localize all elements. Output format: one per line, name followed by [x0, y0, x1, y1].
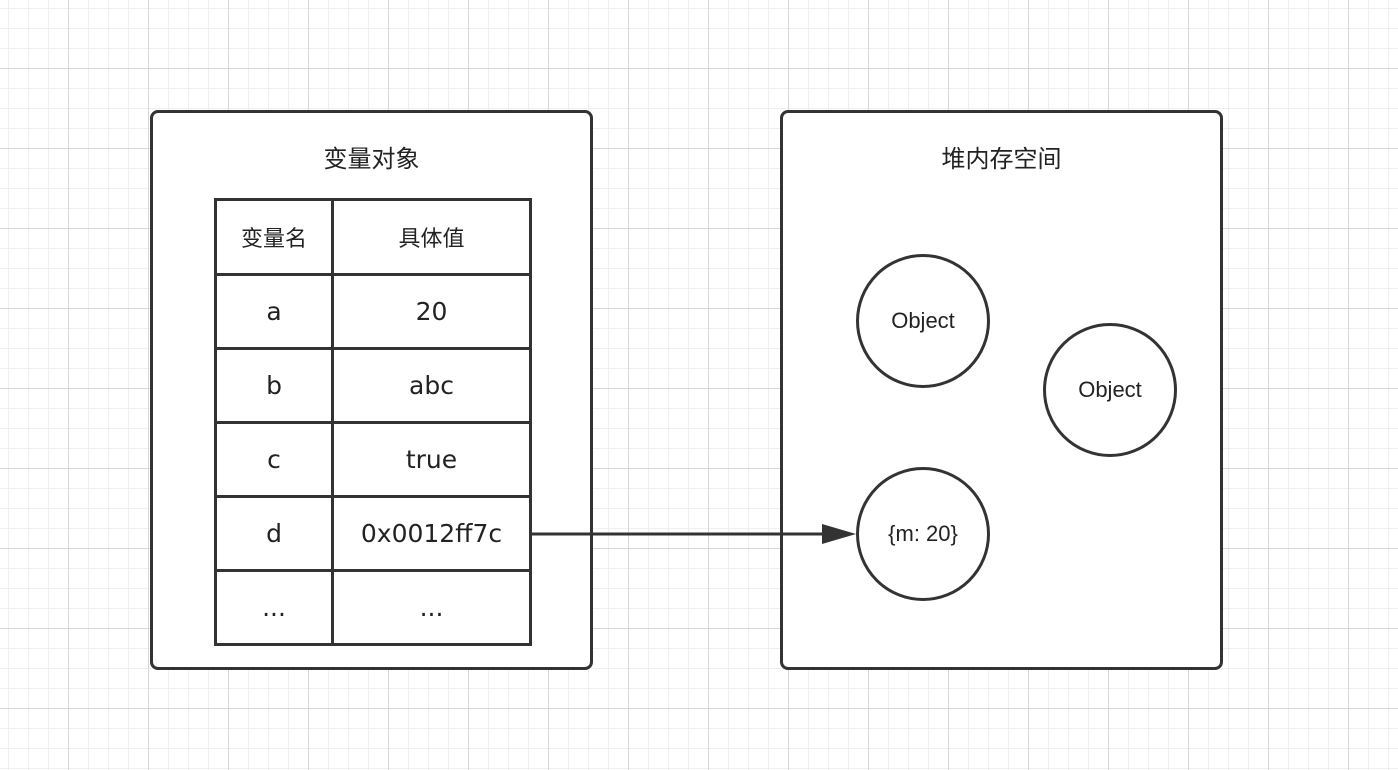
table-row: d 0x0012ff7c: [214, 495, 532, 572]
variable-object-title: 变量对象: [323, 145, 420, 173]
row-a-value: 20: [331, 273, 532, 350]
row-c-value: true: [331, 421, 532, 498]
header-variable-name: 变量名: [214, 198, 334, 276]
table-header-row: 变量名 具体值: [214, 198, 532, 276]
variable-table: 变量名 具体值 a 20 b abc c true d 0x0012ff7c .…: [214, 198, 532, 646]
row-ellipsis-name: ...: [214, 569, 334, 646]
table-row: ... ...: [214, 569, 532, 646]
table-row: b abc: [214, 347, 532, 424]
row-a-name: a: [214, 273, 334, 350]
header-concrete-value: 具体值: [331, 198, 532, 276]
table-row: a 20: [214, 273, 532, 350]
row-b-name: b: [214, 347, 334, 424]
heap-object-node: Object: [1043, 323, 1177, 457]
heap-object-node: Object: [856, 254, 990, 388]
row-d-name: d: [214, 495, 334, 572]
row-b-value: abc: [331, 347, 532, 424]
table-row: c true: [214, 421, 532, 498]
row-ellipsis-value: ...: [331, 569, 532, 646]
heap-memory-title: 堆内存空间: [941, 145, 1062, 173]
heap-object-node-m20: {m: 20}: [856, 467, 990, 601]
row-d-value: 0x0012ff7c: [331, 495, 532, 572]
row-c-name: c: [214, 421, 334, 498]
